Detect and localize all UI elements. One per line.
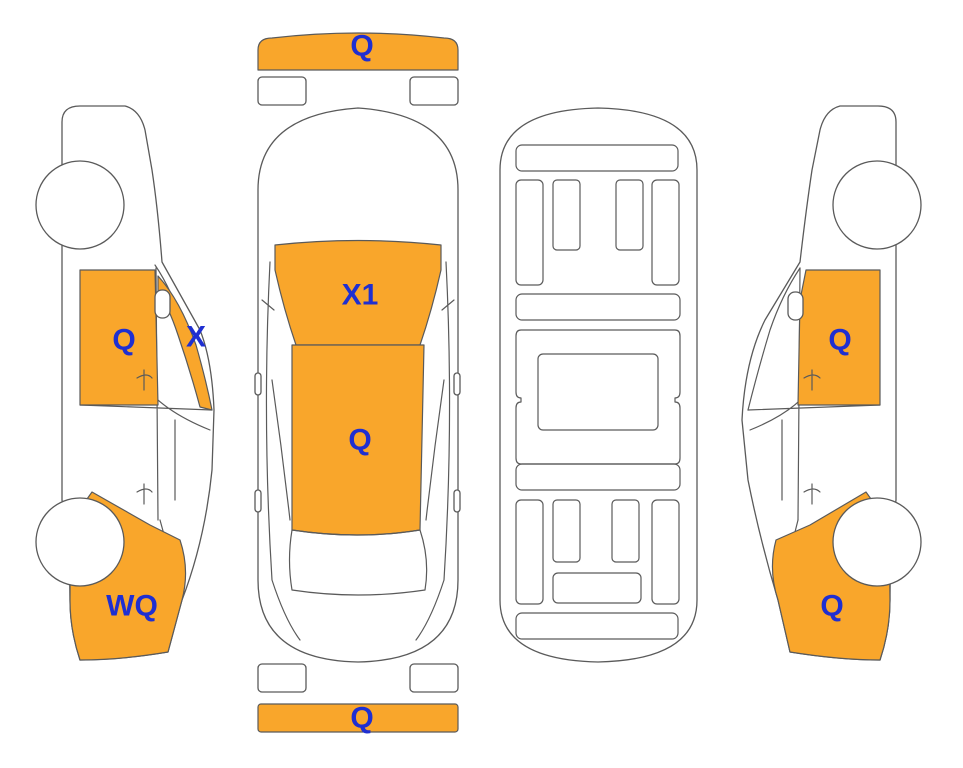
underbody-rear-right-rail [651,499,680,605]
top-right-mirror-front [453,372,461,396]
underbody-rear-bar [515,612,679,640]
left-side-door-damage [79,269,159,406]
right-side-window-line [747,267,801,411]
underbody-center-panel [537,353,659,431]
underbody-outline [499,107,698,663]
underbody-front-right-block [615,179,644,251]
top-rear-left-light [257,663,307,693]
top-rear-right-light [409,663,459,693]
left-side-rear-wheel [35,497,125,587]
top-right-mirror-rear [453,489,461,513]
top-rear-bumper-damage [257,703,459,733]
top-rear-window [288,529,428,596]
top-body-inner-left [265,261,301,641]
underbody-rear-tank [552,572,642,604]
top-front-bumper-code: Q [350,30,373,63]
left-side-pillar-damage [157,275,213,411]
top-body-inner-right [415,261,451,641]
underbody-view [499,107,698,663]
left-side-mirror [154,289,171,319]
underbody-front-left-rail [515,179,544,286]
left-side-front-wheel [35,160,125,250]
underbody-cross-member-front [515,293,681,321]
top-right-pillar [425,299,455,521]
top-left-mirror-front [254,372,262,396]
underbody-rear-left-block [552,499,581,563]
right-side-handle-rear [803,483,821,505]
top-hood-damage [274,239,442,346]
top-front-right-light [409,76,459,106]
right-side-front-wheel [832,160,922,250]
top-roof-code: Q [348,424,371,457]
right-side-handle-front [803,369,821,391]
right-side-rear-quarter-code: Q [820,590,843,623]
top-view: Q X1 Q Q [254,30,461,735]
underbody-cross-member-rear [515,463,681,491]
left-side-rear-quarter-code: WQ [106,590,158,623]
top-rear-bumper-code: Q [350,702,373,735]
right-side-rear-wheel [832,497,922,587]
underbody-rear-left-rail [515,499,544,605]
underbody-front-bar [515,144,679,172]
left-side-handle-front [136,369,153,391]
underbody-rear-right-block [611,499,640,563]
top-left-pillar [261,299,291,521]
left-side-pillar-code: X [186,321,206,354]
top-front-bumper-damage [257,32,459,71]
top-hood-code: X1 [342,279,379,312]
underbody-front-right-rail [651,179,680,286]
right-side-mirror [787,291,804,321]
left-side-handle-rear [136,483,153,505]
left-side-door-code: Q [112,324,135,357]
top-left-mirror-rear [254,489,262,513]
right-side-door-code: Q [828,324,851,357]
right-side-view: Q Q [741,105,922,661]
underbody-front-left-block [552,179,581,251]
top-front-left-light [257,76,307,106]
left-side-view: Q X WQ [35,105,215,661]
